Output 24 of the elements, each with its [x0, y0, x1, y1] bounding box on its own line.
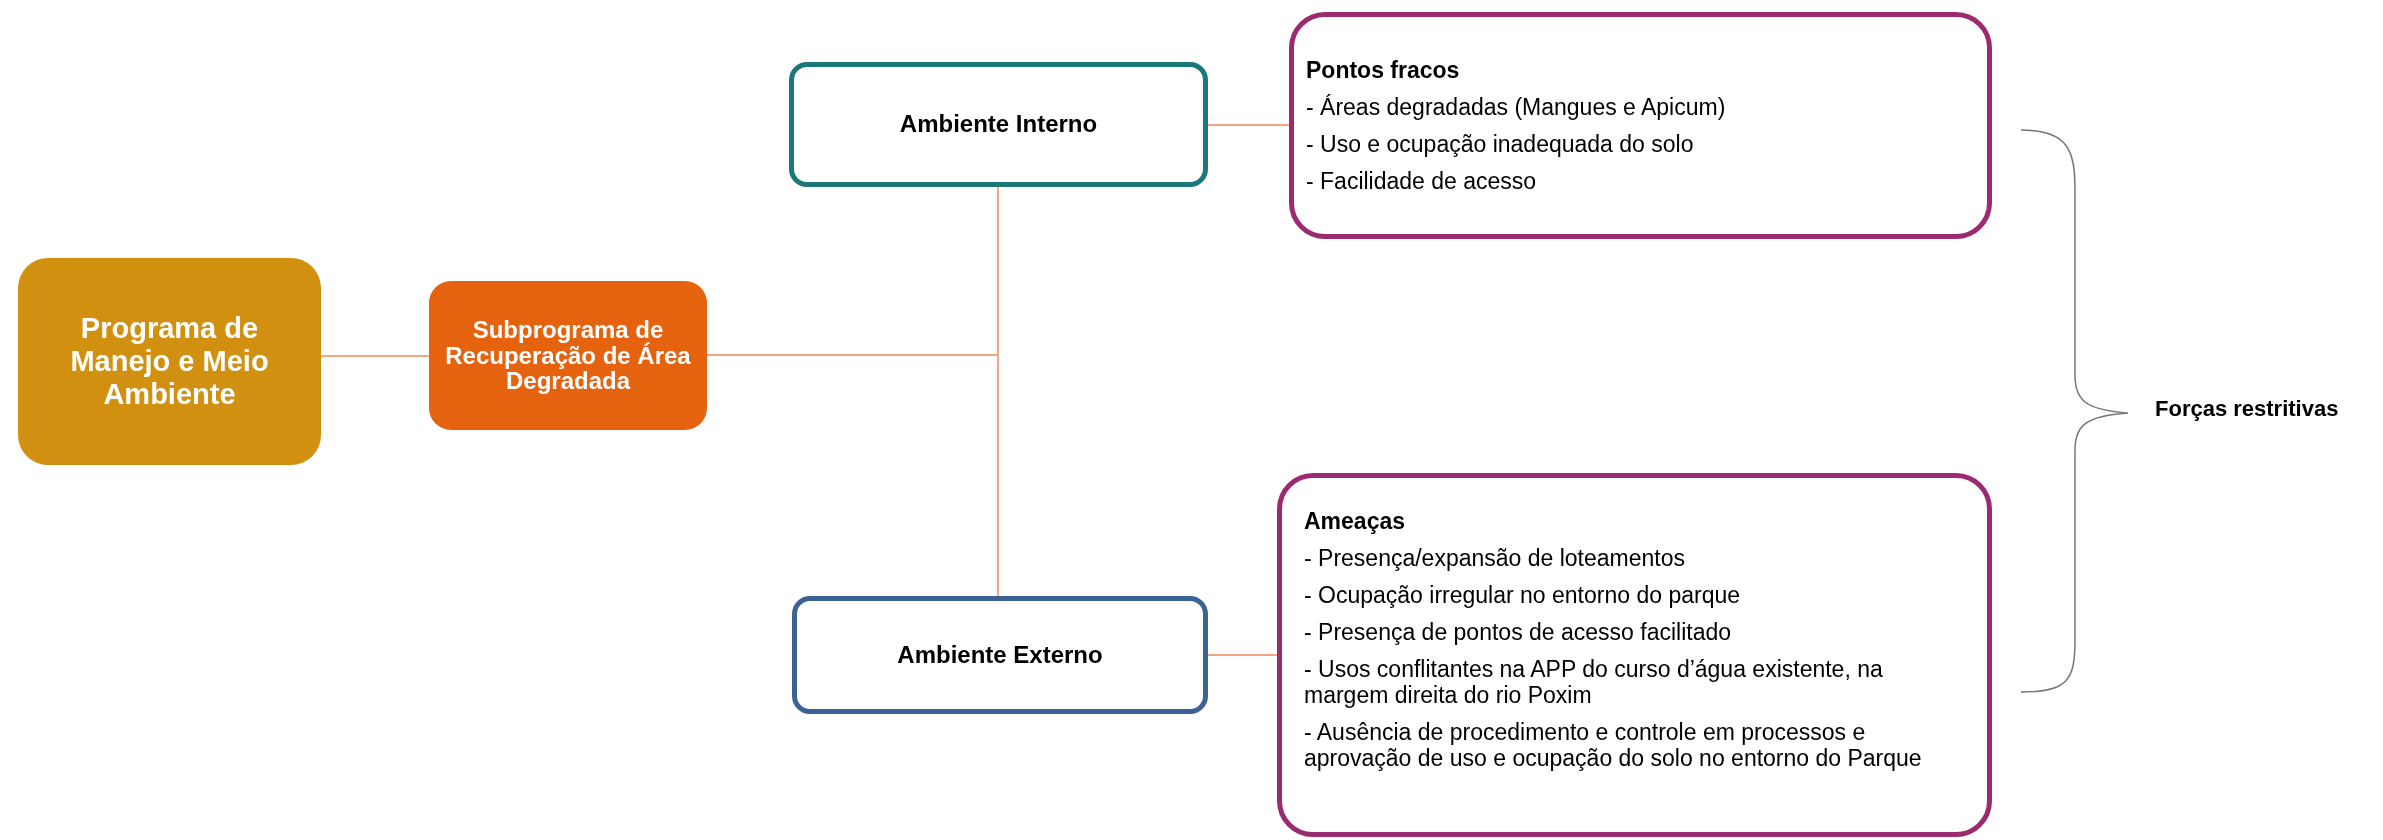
connector-line [1207, 124, 1290, 126]
box-heading: Subprograma de Recuperação de Área Degradada [444, 316, 692, 395]
brace-label: Forças restritivas [2155, 396, 2339, 422]
list-item: - Facilidade de acesso [1306, 167, 1538, 194]
list-item: - Usos conflitantes na APP do curso d’água existente, na margem direita do rio Poxim [1304, 655, 1884, 708]
box-heading: Ambiente Interno [899, 110, 1098, 139]
connector-line [1207, 654, 1278, 656]
environment-box [789, 62, 1208, 187]
list-item: - Presença/expansão de loteamentos [1304, 545, 1687, 571]
subprogram-box [429, 281, 707, 430]
connector-line [320, 355, 430, 357]
list-item: - Ausência de procedimento e controle em processos e aprovação de uso e ocupação do solo no entorno do Parque [1304, 718, 1923, 771]
program-box [18, 258, 321, 465]
list-item: - Uso e ocupação inadequada do solo [1306, 130, 1695, 157]
list-box [1277, 473, 1992, 837]
environment-box [792, 596, 1208, 714]
box-heading: Ameaças [1304, 508, 1407, 534]
list-item: - Presença de pontos de acesso facilitado [1304, 618, 1733, 645]
list-box [1289, 12, 1992, 239]
box-heading: Pontos fracos [1306, 57, 1461, 83]
list-item: - Áreas degradadas (Mangues e Apicum) [1306, 94, 1727, 120]
box-heading: Programa de Manejo e Meio Ambiente [69, 311, 270, 412]
list-item: - Ocupação irregular no entorno do parque [1304, 581, 1741, 608]
box-heading: Ambiente Externo [897, 640, 1103, 670]
